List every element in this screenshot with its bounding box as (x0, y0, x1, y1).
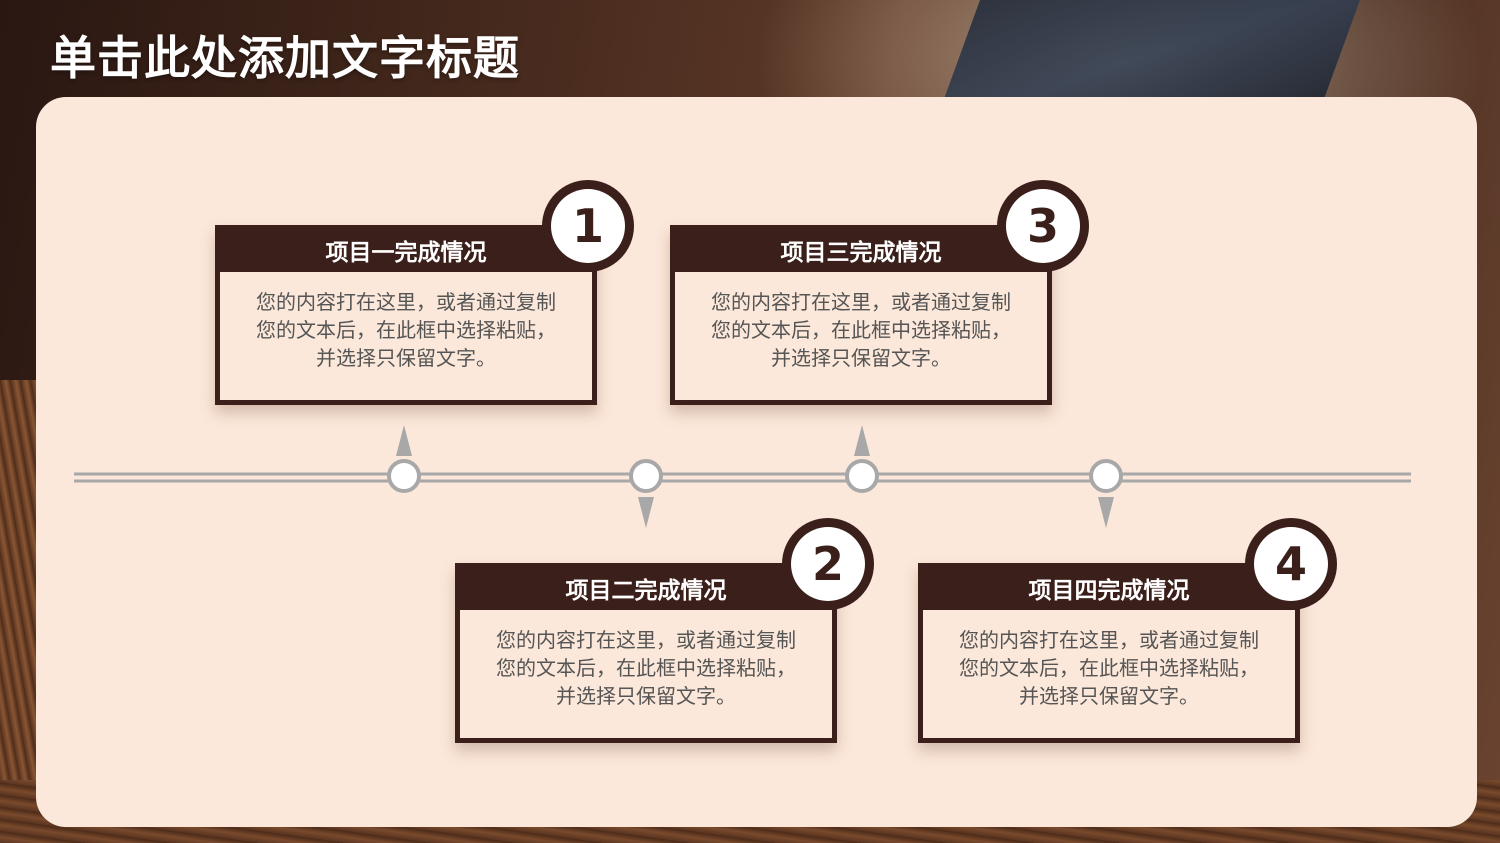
card-title-1: 项目一完成情况 (220, 230, 592, 272)
project-card-2[interactable]: 项目二完成情况 您的内容打在这里，或者通过复制 您的文本后，在此框中选择粘贴， … (455, 563, 837, 743)
number-badge-1: 1 (542, 180, 634, 272)
arrow-down-2 (638, 497, 654, 528)
card-body-line: 您的内容打在这里，或者通过复制 (711, 290, 1011, 314)
timeline-node-1[interactable] (387, 459, 421, 493)
slide-title[interactable]: 单击此处添加文字标题 (50, 31, 520, 85)
number-badge-text: 1 (551, 189, 625, 263)
project-card-1[interactable]: 项目一完成情况 您的内容打在这里，或者通过复制 您的文本后，在此框中选择粘贴， … (215, 225, 597, 405)
project-card-4[interactable]: 项目四完成情况 您的内容打在这里，或者通过复制 您的文本后，在此框中选择粘贴， … (918, 563, 1300, 743)
timeline-node-4[interactable] (1089, 459, 1123, 493)
arrow-up-3 (854, 425, 870, 456)
timeline-node-2[interactable] (629, 459, 663, 493)
wood-decoration-left (0, 380, 40, 780)
card-body-line: 您的文本后，在此框中选择粘贴， (959, 656, 1259, 680)
card-title-4: 项目四完成情况 (923, 568, 1295, 610)
card-title-3: 项目三完成情况 (675, 230, 1047, 272)
number-badge-4: 4 (1245, 518, 1337, 610)
arrow-down-4 (1098, 497, 1114, 528)
card-body-line: 您的文本后，在此框中选择粘贴， (256, 318, 556, 342)
card-body-line: 并选择只保留文字。 (1019, 684, 1199, 708)
card-body-line: 并选择只保留文字。 (316, 346, 496, 370)
number-badge-text: 3 (1006, 189, 1080, 263)
timeline-node-3[interactable] (845, 459, 879, 493)
card-body-line: 您的内容打在这里，或者通过复制 (959, 628, 1259, 652)
card-body-line: 并选择只保留文字。 (556, 684, 736, 708)
card-title-2: 项目二完成情况 (460, 568, 832, 610)
number-badge-3: 3 (997, 180, 1089, 272)
card-body-line: 并选择只保留文字。 (771, 346, 951, 370)
number-badge-text: 2 (791, 527, 865, 601)
card-body-4[interactable]: 您的内容打在这里，或者通过复制 您的文本后，在此框中选择粘贴， 并选择只保留文字… (923, 626, 1295, 710)
card-body-line: 您的内容打在这里，或者通过复制 (256, 290, 556, 314)
card-body-1[interactable]: 您的内容打在这里，或者通过复制 您的文本后，在此框中选择粘贴， 并选择只保留文字… (220, 288, 592, 372)
number-badge-text: 4 (1254, 527, 1328, 601)
card-body-line: 您的文本后，在此框中选择粘贴， (711, 318, 1011, 342)
card-body-line: 您的文本后，在此框中选择粘贴， (496, 656, 796, 680)
card-body-2[interactable]: 您的内容打在这里，或者通过复制 您的文本后，在此框中选择粘贴， 并选择只保留文字… (460, 626, 832, 710)
number-badge-2: 2 (782, 518, 874, 610)
project-card-3[interactable]: 项目三完成情况 您的内容打在这里，或者通过复制 您的文本后，在此框中选择粘贴， … (670, 225, 1052, 405)
card-body-3[interactable]: 您的内容打在这里，或者通过复制 您的文本后，在此框中选择粘贴， 并选择只保留文字… (675, 288, 1047, 372)
arrow-up-1 (396, 425, 412, 456)
card-body-line: 您的内容打在这里，或者通过复制 (496, 628, 796, 652)
